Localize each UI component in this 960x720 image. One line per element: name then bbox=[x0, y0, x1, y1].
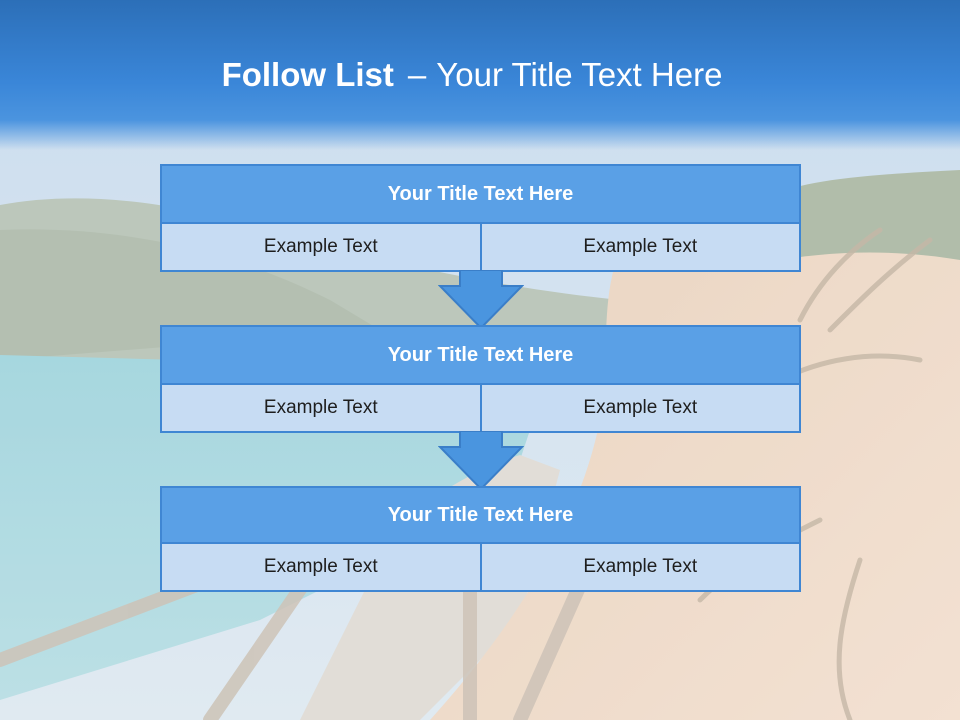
step-title: Your Title Text Here bbox=[162, 488, 799, 544]
step-right-text: Example Text bbox=[479, 385, 799, 431]
title-rest: Your Title Text Here bbox=[436, 56, 723, 93]
step-left-text: Example Text bbox=[162, 544, 480, 590]
step-left-text: Example Text bbox=[162, 385, 480, 431]
step-title: Your Title Text Here bbox=[162, 327, 799, 385]
step-box-2: Your Title Text Here Example Text Exampl… bbox=[160, 325, 801, 433]
step-right-text: Example Text bbox=[479, 224, 799, 270]
title-dash: – bbox=[407, 56, 427, 93]
step-row: Example Text Example Text bbox=[162, 385, 799, 431]
title-bold: Follow List bbox=[221, 56, 394, 93]
step-box-3: Your Title Text Here Example Text Exampl… bbox=[160, 486, 801, 592]
step-row: Example Text Example Text bbox=[162, 544, 799, 590]
slide-title: Follow List–Your Title Text Here bbox=[0, 56, 944, 94]
step-title: Your Title Text Here bbox=[162, 166, 799, 224]
step-box-1: Your Title Text Here Example Text Exampl… bbox=[160, 164, 801, 272]
header-band bbox=[0, 0, 960, 150]
step-right-text: Example Text bbox=[479, 544, 799, 590]
down-arrow-icon bbox=[438, 431, 524, 491]
down-arrow-icon bbox=[438, 270, 524, 330]
step-row: Example Text Example Text bbox=[162, 224, 799, 270]
step-left-text: Example Text bbox=[162, 224, 480, 270]
